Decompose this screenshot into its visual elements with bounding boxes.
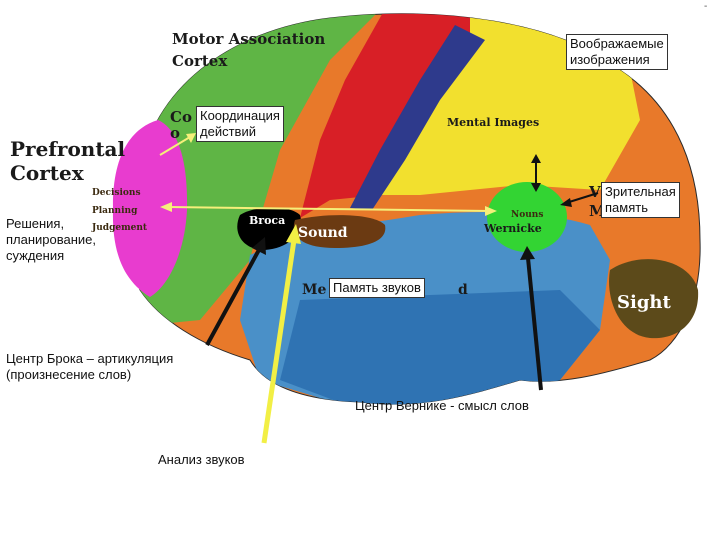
arrowhead-coordination [186,133,196,143]
arrow-visual-to-wernicke [565,192,599,204]
arrow-broca-caption [205,247,262,346]
wernicke-area [487,182,567,252]
label-motor-association-line1: Motor Association [172,30,325,48]
arrow-wernicke-caption [526,257,543,391]
label-v-fragment: V [588,183,601,201]
label-motor-association-line2: Cortex [172,52,228,70]
arrowhead-mental-down [531,183,541,192]
sight-area [609,259,699,339]
label-wernicke: Wernicke [483,222,542,235]
arrowhead-wernicke [485,206,497,216]
callout-visual-memory: Зрительная память [601,182,680,218]
label-co-fragment: Co [170,108,192,126]
label-me-fragment: Me [302,282,326,298]
prefrontal-region [112,120,188,297]
label-broca: Broca [249,214,285,227]
arrowhead-broca [252,237,266,255]
corner-mark: - [704,1,707,12]
label-mental-images: Mental Images [447,116,539,129]
caption-decisions: Решения, планирование, суждения [6,216,97,263]
broca-area [237,207,301,250]
caption-broca: Центр Брока – артикуляция (произнесение … [6,351,174,382]
callout-imagined-images: Воображаемые изображения [566,34,668,70]
callout-sound-memory: Память звуков [329,278,425,298]
arrowhead-sound-analysis [286,224,301,244]
caption-wernicke: Центр Вернике - смысл слов [355,398,529,413]
arrows [159,133,599,444]
label-decisions: Decisions [92,188,141,198]
label-prefrontal-line2: Cortex [10,161,85,185]
label-planning: Planning [92,206,138,216]
arrow-sound-analysis [261,239,297,444]
motor-strip-red [300,13,470,218]
label-judgement: Judgement [91,223,148,233]
inferior-temporal [280,290,600,405]
sound-area [293,215,386,248]
label-d-fragment: d [458,282,468,298]
caption-sound-analysis: Анализ звуков [158,452,245,467]
arrowhead-prefrontal [160,202,172,212]
label-sight: Sight [617,292,672,313]
arrowhead-mental-up [531,154,541,163]
callout-coordination: Координация действий [196,106,284,142]
label-o-fragment: o [170,124,180,142]
label-prefrontal-line1: Prefrontal [10,137,126,161]
sensory-strip-blue [350,25,485,210]
arrowhead-visual [560,198,572,207]
label-nouns: Nouns [511,210,543,220]
label-sound: Sound [298,225,348,241]
arrow-wernicke-to-prefrontal [167,206,491,212]
arrowhead-wernicke-caption [520,246,535,260]
arrow-to-coordination [159,136,191,156]
